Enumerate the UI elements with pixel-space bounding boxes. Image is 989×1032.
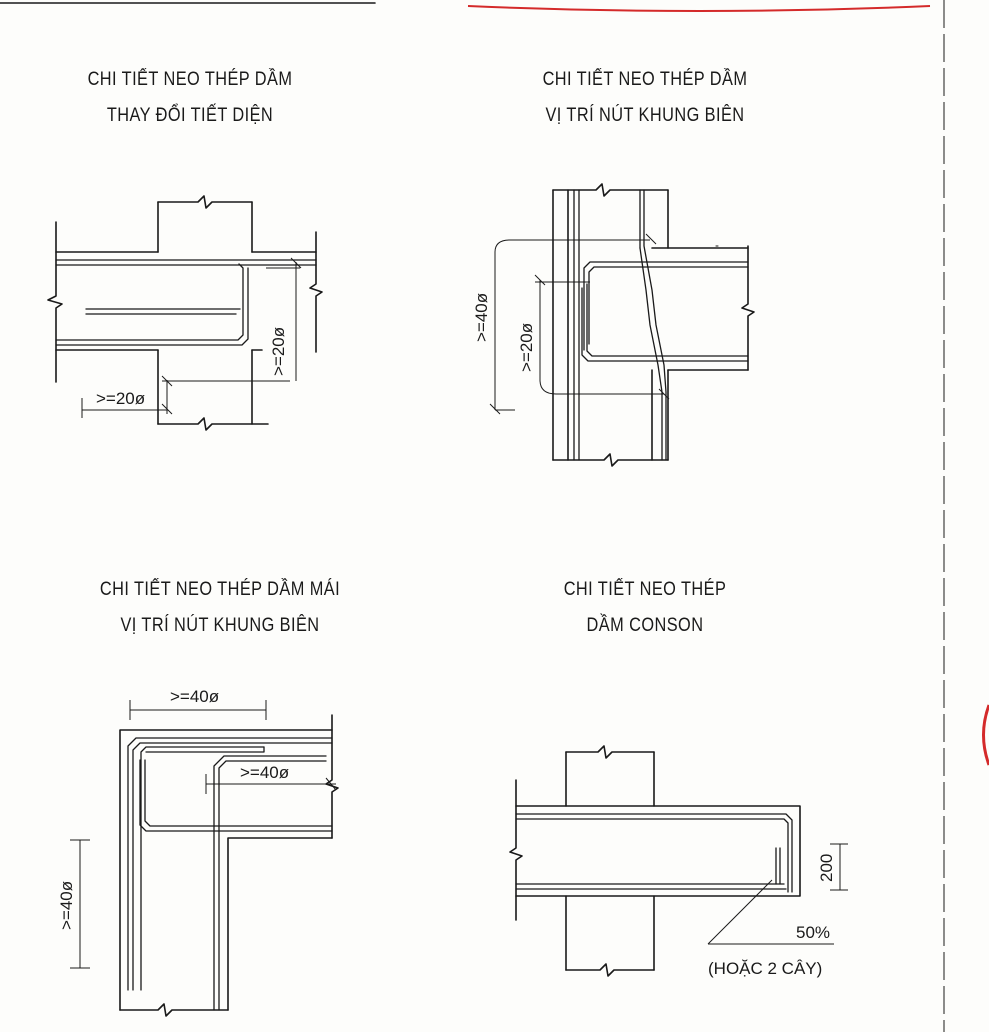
detail-2-title-line2: VỊ TRÍ NÚT KHUNG BIÊN [545, 105, 745, 126]
detail-2-drawing: >=40ø >=20ø [472, 183, 755, 467]
detail-4-note-percent: 50% [796, 923, 830, 942]
detail-2-dim-outer: >=40ø [472, 293, 491, 342]
detail-2-title-line1: CHI TIẾT NEO THÉP DẦM [542, 69, 748, 90]
detail-3-dim-top: >=40ø [170, 687, 219, 706]
detail-4-title-line1: CHI TIẾT NEO THÉP [563, 579, 727, 600]
detail-2-dim-inner: >=20ø [517, 323, 536, 372]
detail-1-title: CHI TIẾT NEO THÉP DẦM THAY ĐỔI TIẾT DIỆN [61, 62, 319, 134]
detail-1-dim-vertical: >=20ø [269, 327, 288, 376]
detail-3-dim-inner: >=40ø [240, 763, 289, 782]
detail-4-note-count: (HOẶC 2 CÂY) [708, 959, 822, 978]
red-margin-mark [982, 704, 989, 766]
detail-2-title: CHI TIẾT NEO THÉP DẦM VỊ TRÍ NÚT KHUNG B… [507, 62, 782, 134]
detail-4-title-line2: DẦM CONSON [586, 615, 704, 636]
detail-4-dim-200: 200 [817, 854, 836, 882]
detail-3-dim-left: >=40ø [57, 881, 76, 930]
detail-1-dim-horizontal: >=20ø [96, 389, 145, 408]
detail-1-title-line2: THAY ĐỔI TIẾT DIỆN [106, 105, 274, 126]
detail-3-title-line1: CHI TIẾT NEO THÉP DẦM MÁI [99, 579, 341, 600]
detail-4-drawing: 200 50% (HOẶC 2 CÂY) [509, 745, 848, 978]
detail-3-drawing: >=40ø >=40ø >=40ø [57, 687, 339, 1017]
red-stamp-mark [467, 5, 931, 12]
detail-3-title: CHI TIẾT NEO THÉP DẦM MÁI VỊ TRÍ NÚT KHU… [91, 572, 349, 644]
detail-4-title: CHI TIẾT NEO THÉP DẦM CONSON [520, 572, 769, 644]
detail-1-drawing: >=20ø >=20ø [47, 195, 323, 431]
detail-1-title-line1: CHI TIẾT NEO THÉP DẦM [87, 69, 293, 90]
detail-3-title-line2: VỊ TRÍ NÚT KHUNG BIÊN [120, 615, 320, 636]
